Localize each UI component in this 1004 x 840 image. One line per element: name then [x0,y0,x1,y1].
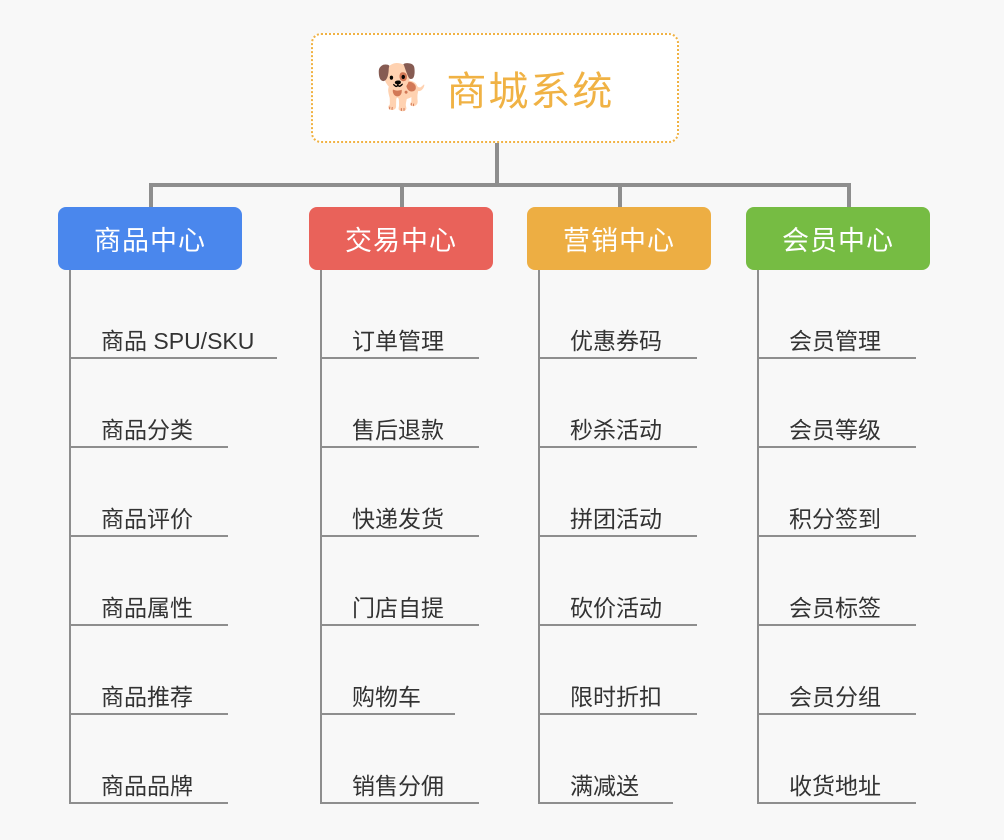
connector-drop-0 [149,183,153,207]
leaf-item-label: 满减送 [570,773,639,799]
category-column: 会员中心会员管理会员等级积分签到会员标签会员分组收货地址 [746,207,930,804]
leaf-item[interactable]: 拼团活动 [540,448,711,537]
leaf-item-rule [322,624,479,626]
leaf-item[interactable]: 限时折扣 [540,626,711,715]
leaf-item-rule [759,446,916,448]
leaf-item[interactable]: 购物车 [322,626,493,715]
leaf-item-label: 门店自提 [352,595,444,621]
leaf-item-label: 商品 SPU/SKU [101,328,255,354]
leaf-item-rule [540,446,697,448]
category-header[interactable]: 会员中心 [746,207,930,270]
leaf-item[interactable]: 销售分佣 [322,715,493,804]
leaf-item-label: 销售分佣 [352,773,444,799]
leaf-item-label: 商品分类 [101,417,193,443]
leaf-item[interactable]: 商品推荐 [71,626,242,715]
leaf-item[interactable]: 会员等级 [759,359,930,448]
leaf-item-rule [71,624,228,626]
leaf-item[interactable]: 商品分类 [71,359,242,448]
leaf-item[interactable]: 砍价活动 [540,537,711,626]
leaf-item[interactable]: 门店自提 [322,537,493,626]
leaf-item-rule [540,357,697,359]
leaf-item-label: 会员分组 [789,684,881,710]
category-header[interactable]: 营销中心 [527,207,711,270]
leaf-list: 优惠券码秒杀活动拼团活动砍价活动限时折扣满减送 [538,270,711,804]
leaf-item-label: 会员标签 [789,595,881,621]
leaf-item[interactable]: 商品 SPU/SKU [71,270,277,359]
leaf-item-label: 拼团活动 [570,506,662,532]
leaf-item-rule [759,713,916,715]
leaf-list: 会员管理会员等级积分签到会员标签会员分组收货地址 [757,270,930,804]
leaf-item-rule [322,713,455,715]
leaf-item-label: 砍价活动 [570,595,662,621]
leaf-item[interactable]: 会员分组 [759,626,930,715]
leaf-item-rule [322,357,479,359]
leaf-item[interactable]: 售后退款 [322,359,493,448]
leaf-item-rule [759,357,916,359]
category-header[interactable]: 交易中心 [309,207,493,270]
leaf-item-rule [71,446,228,448]
leaf-item[interactable]: 秒杀活动 [540,359,711,448]
leaf-item-label: 优惠券码 [570,328,662,354]
connector-drop-1 [400,183,404,207]
leaf-item-rule [540,802,673,804]
leaf-item-label: 订单管理 [352,328,444,354]
leaf-item-rule [759,535,916,537]
leaf-list: 订单管理售后退款快递发货门店自提购物车销售分佣 [320,270,493,804]
leaf-item-rule [759,802,916,804]
leaf-item-rule [322,446,479,448]
leaf-item-label: 秒杀活动 [570,417,662,443]
leaf-item-rule [759,624,916,626]
leaf-item-label: 商品推荐 [101,684,193,710]
leaf-item-rule [71,357,277,359]
connector-drop-2 [618,183,622,207]
leaf-item-label: 商品属性 [101,595,193,621]
leaf-item-label: 收货地址 [789,773,881,799]
leaf-item[interactable]: 满减送 [540,715,711,804]
category-header[interactable]: 商品中心 [58,207,242,270]
leaf-item[interactable]: 会员标签 [759,537,930,626]
category-column: 交易中心订单管理售后退款快递发货门店自提购物车销售分佣 [309,207,493,804]
leaf-item-rule [71,535,228,537]
connector-drop-3 [847,183,851,207]
leaf-item[interactable]: 商品品牌 [71,715,242,804]
category-label: 会员中心 [782,226,894,256]
category-label: 交易中心 [345,226,457,256]
leaf-item-rule [71,713,228,715]
leaf-item-rule [71,802,228,804]
leaf-item[interactable]: 积分签到 [759,448,930,537]
category-column: 商品中心商品 SPU/SKU 商品分类商品评价商品属性商品推荐商品品牌 [58,207,277,804]
leaf-item-label: 限时折扣 [570,684,662,710]
leaf-item-label: 会员等级 [789,417,881,443]
leaf-item-rule [322,535,479,537]
leaf-item[interactable]: 收货地址 [759,715,930,804]
leaf-list: 商品 SPU/SKU 商品分类商品评价商品属性商品推荐商品品牌 [69,270,277,804]
connector-horizontal-bus [149,183,851,187]
leaf-item-label: 快递发货 [352,506,444,532]
leaf-item[interactable]: 商品评价 [71,448,242,537]
leaf-item-rule [540,535,697,537]
leaf-item-label: 售后退款 [352,417,444,443]
category-column: 营销中心优惠券码秒杀活动拼团活动砍价活动限时折扣满减送 [527,207,711,804]
leaf-item-label: 商品评价 [101,506,193,532]
category-label: 营销中心 [563,226,675,256]
leaf-item[interactable]: 优惠券码 [540,270,711,359]
shiba-dog-icon: 🐕 [375,63,431,112]
leaf-item[interactable]: 快递发货 [322,448,493,537]
leaf-item-rule [540,624,697,626]
leaf-item[interactable]: 订单管理 [322,270,493,359]
leaf-item[interactable]: 会员管理 [759,270,930,359]
leaf-item-rule [322,802,479,804]
leaf-item-label: 购物车 [352,684,421,710]
root-node[interactable]: 🐕 商城系统 [311,33,679,143]
leaf-item[interactable]: 商品属性 [71,537,242,626]
leaf-item-label: 会员管理 [789,328,881,354]
leaf-item-rule [540,713,697,715]
leaf-item-label: 商品品牌 [101,773,193,799]
root-title: 商城系统 [446,70,615,114]
connector-root-stem [495,143,499,186]
category-label: 商品中心 [94,226,206,256]
leaf-item-label: 积分签到 [789,506,881,532]
